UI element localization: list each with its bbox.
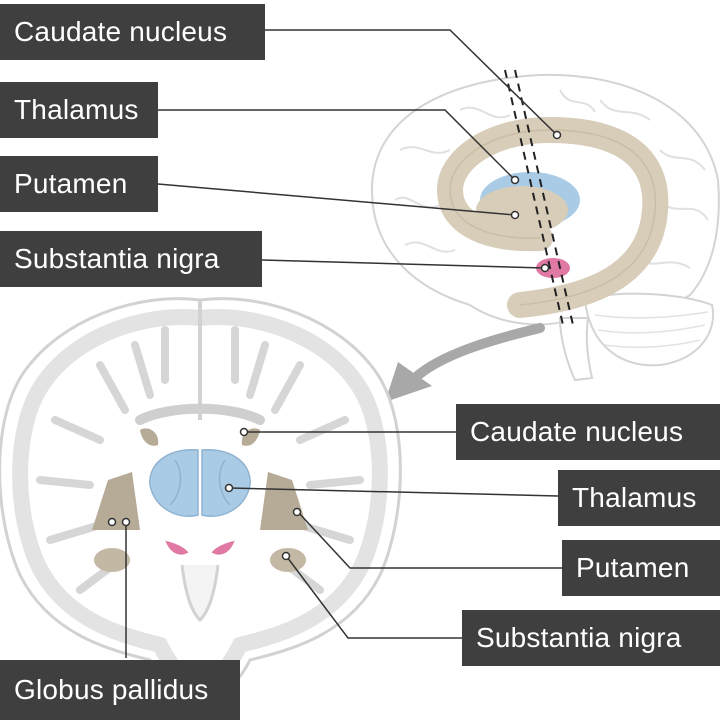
leader-lines — [125, 29, 562, 658]
label-thalamus-top: Thalamus — [0, 82, 158, 138]
label-caudate-top: Caudate nucleus — [0, 4, 265, 60]
coronal-sulci — [36, 326, 364, 594]
view-arrow-head — [385, 362, 432, 402]
label-globus-bottom: Globus pallidus — [0, 660, 240, 720]
substantia-nigra-left — [165, 540, 189, 555]
label-substantia-top: Substantia nigra — [0, 231, 262, 287]
caudate-c-edge — [449, 129, 656, 306]
substantia-nigra-3d — [536, 258, 570, 278]
thalamus-right — [201, 449, 251, 517]
brainstem — [558, 317, 594, 382]
putamen-left — [92, 472, 140, 530]
label-putamen-bottom: Putamen — [562, 540, 720, 596]
caudate-left — [140, 428, 159, 446]
cerebellum — [583, 292, 715, 367]
slice-plane-lines — [504, 69, 574, 326]
hippocampus-right — [270, 548, 306, 572]
label-putamen-top: Putamen — [0, 156, 158, 212]
hippocampus-left — [94, 548, 130, 572]
leader-dots — [107, 130, 562, 561]
view-arrow — [410, 323, 545, 383]
lateral-brain — [370, 69, 720, 382]
coronal-brain — [0, 297, 402, 702]
label-thalamus-bottom: Thalamus — [558, 470, 720, 526]
label-substantia-bottom: Substantia nigra — [462, 610, 720, 666]
substantia-nigra-right — [211, 540, 235, 555]
putamen-3d — [476, 186, 568, 234]
thalamus-left — [149, 449, 199, 517]
label-caudate-bottom: Caudate nucleus — [456, 404, 720, 460]
